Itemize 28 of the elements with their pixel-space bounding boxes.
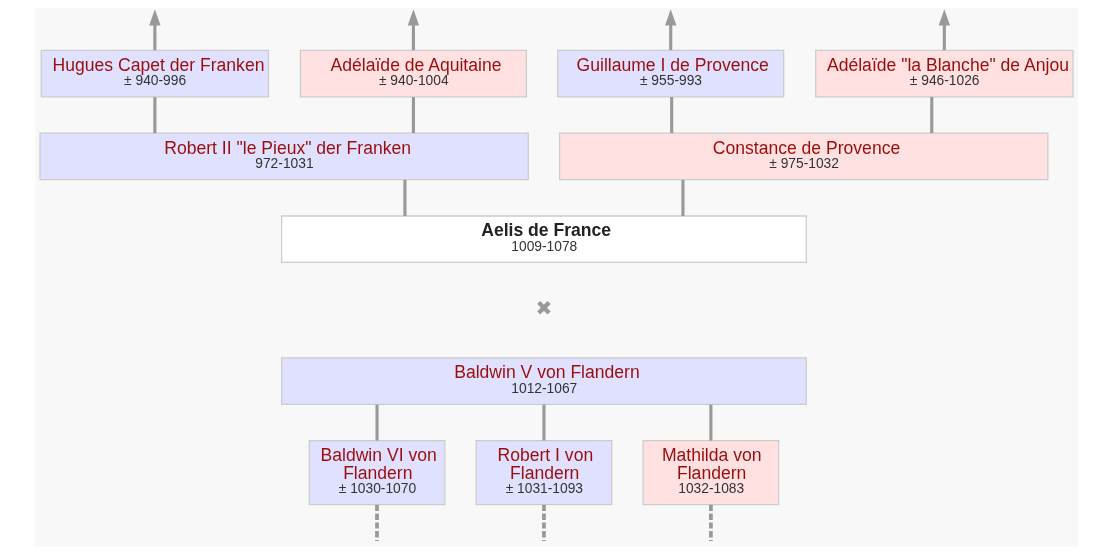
node-box: Baldwin VI von Flandern ± 1030-1070 [308,440,446,506]
node-box: Constance de Provence ± 975-1032 [559,132,1049,181]
connector [542,404,546,441]
connector [375,404,379,441]
node-box: Robert II "le Pieux" der Franken 972-1031 [39,132,529,181]
connector [670,97,674,134]
connector [375,504,379,542]
arrow [149,9,161,51]
node-box: Adélaïde de Aquitaine ± 940-1004 [299,49,527,98]
connector [681,179,685,216]
node-box: Adélaïde "la Blanche" de Anjou ± 946-1026 [815,49,1074,98]
arrow [938,9,951,51]
connector [930,97,934,134]
node-box: Aelis de France 1009-1078 [281,215,807,264]
arrow [407,9,420,51]
node-box: Guillaume I de Provence ± 955-993 [557,49,785,98]
node-box: Baldwin V von Flandern 1012-1067 [281,357,807,405]
connector [153,97,157,134]
connector [542,504,546,542]
node-box: Hugues Capet der Franken ± 940-996 [40,49,270,98]
connector [709,404,713,441]
node-box: Mathilda von Flandern 1032-1083 [642,440,780,506]
node-box: Robert I von Flandern ± 1031-1093 [475,440,613,506]
connector [403,179,407,216]
connector [709,504,713,542]
connector [411,97,415,134]
arrow [665,9,677,51]
label: ✖ [535,295,553,320]
